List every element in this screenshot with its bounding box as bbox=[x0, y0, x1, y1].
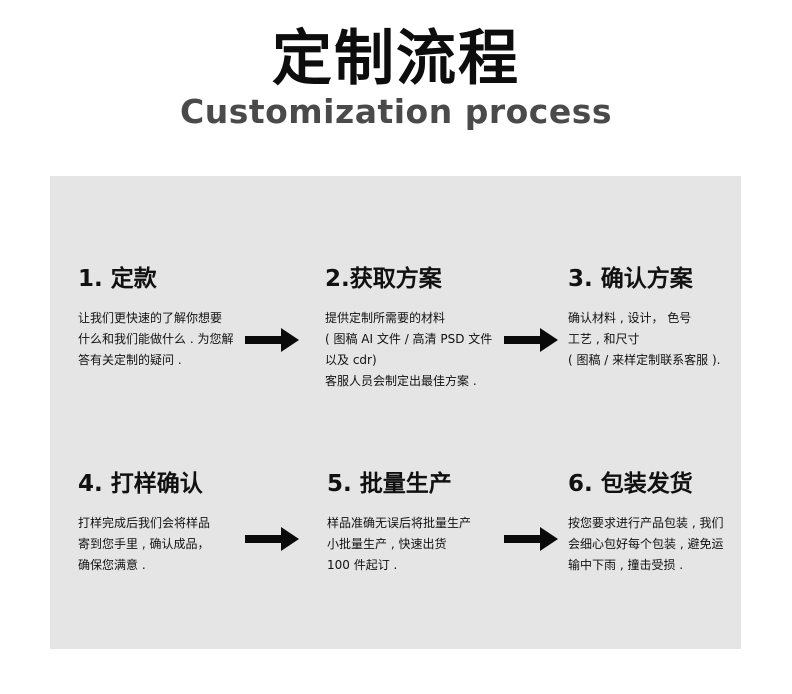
step-5-title: 5. 批量生产 bbox=[327, 471, 452, 497]
header: 定制流程 Customization process bbox=[0, 0, 792, 140]
arrow-right-icon bbox=[245, 328, 299, 352]
step-1-title: 1. 定款 bbox=[78, 266, 157, 292]
step-4-line: 确保您满意 . bbox=[78, 558, 146, 572]
step-3: 3. 确认方案 确认材料 , 设计， 色号 工艺 , 和尺寸 ( 图稿 / 来样… bbox=[568, 264, 720, 371]
step-1-line: 什么和我们能做什么 . 为您解 bbox=[78, 332, 234, 346]
step-3-line: ( 图稿 / 来样定制联系客服 ). bbox=[568, 353, 721, 367]
step-4-title: 4. 打样确认 bbox=[78, 471, 203, 497]
step-6-line: 按您要求进行产品包装 , 我们 bbox=[568, 516, 724, 530]
step-2-line: 以及 cdr) bbox=[325, 353, 377, 367]
step-5-line: 小批量生产 , 快速出货 bbox=[327, 537, 447, 551]
arrow-right-icon bbox=[504, 328, 558, 352]
step-4-line: 寄到您手里 , 确认成品， bbox=[78, 537, 210, 551]
step-3-line: 确认材料 , 设计， 色号 bbox=[568, 311, 692, 325]
step-2-title: 2.获取方案 bbox=[325, 266, 442, 292]
step-6-line: 会细心包好每个包装 , 避免运 bbox=[568, 537, 724, 551]
step-2-description: 提供定制所需要的材料 ( 图稿 AI 文件 / 高清 PSD 文件 以及 cdr… bbox=[325, 308, 492, 392]
step-3-line: 工艺 , 和尺寸 bbox=[568, 332, 640, 346]
step-1-line: 答有关定制的疑问 . bbox=[78, 353, 182, 367]
arrow-right-icon bbox=[245, 527, 299, 551]
step-6-description: 按您要求进行产品包装 , 我们 会细心包好每个包装 , 避免运 输中下雨 , 撞… bbox=[568, 513, 723, 576]
step-6: 6. 包装发货 按您要求进行产品包装 , 我们 会细心包好每个包装 , 避免运 … bbox=[568, 469, 723, 576]
step-5: 5. 批量生产 样品准确无误后将批量生产 小批量生产 , 快速出货 100 件起… bbox=[327, 469, 471, 576]
step-1-description: 让我们更快速的了解你想要 什么和我们能做什么 . 为您解 答有关定制的疑问 . bbox=[78, 308, 233, 371]
step-1-line: 让我们更快速的了解你想要 bbox=[78, 311, 223, 325]
process-panel: 1. 定款 让我们更快速的了解你想要 什么和我们能做什么 . 为您解 答有关定制… bbox=[50, 176, 741, 649]
page-title: 定制流程 bbox=[272, 24, 520, 94]
step-5-description: 样品准确无误后将批量生产 小批量生产 , 快速出货 100 件起订 . bbox=[327, 513, 471, 576]
step-1: 1. 定款 让我们更快速的了解你想要 什么和我们能做什么 . 为您解 答有关定制… bbox=[78, 264, 233, 371]
step-4: 4. 打样确认 打样完成后我们会将样品 寄到您手里 , 确认成品， 确保您满意 … bbox=[78, 469, 210, 576]
step-3-description: 确认材料 , 设计， 色号 工艺 , 和尺寸 ( 图稿 / 来样定制联系客服 )… bbox=[568, 308, 720, 371]
page-subtitle: Customization process bbox=[179, 92, 612, 131]
step-4-description: 打样完成后我们会将样品 寄到您手里 , 确认成品， 确保您满意 . bbox=[78, 513, 210, 576]
step-4-line: 打样完成后我们会将样品 bbox=[78, 516, 211, 530]
step-2-line: 客服人员会制定出最佳方案 . bbox=[325, 374, 477, 388]
step-2-line: 提供定制所需要的材料 bbox=[325, 311, 446, 325]
step-2-line: ( 图稿 AI 文件 / 高清 PSD 文件 bbox=[325, 332, 493, 346]
arrow-right-icon bbox=[504, 527, 558, 551]
step-6-title: 6. 包装发货 bbox=[568, 471, 693, 497]
step-5-line: 样品准确无误后将批量生产 bbox=[327, 516, 472, 530]
step-6-line: 输中下雨 , 撞击受损 . bbox=[568, 558, 684, 572]
step-5-line: 100 件起订 . bbox=[327, 558, 398, 572]
step-3-title: 3. 确认方案 bbox=[568, 266, 693, 292]
step-2: 2.获取方案 提供定制所需要的材料 ( 图稿 AI 文件 / 高清 PSD 文件… bbox=[325, 264, 492, 392]
